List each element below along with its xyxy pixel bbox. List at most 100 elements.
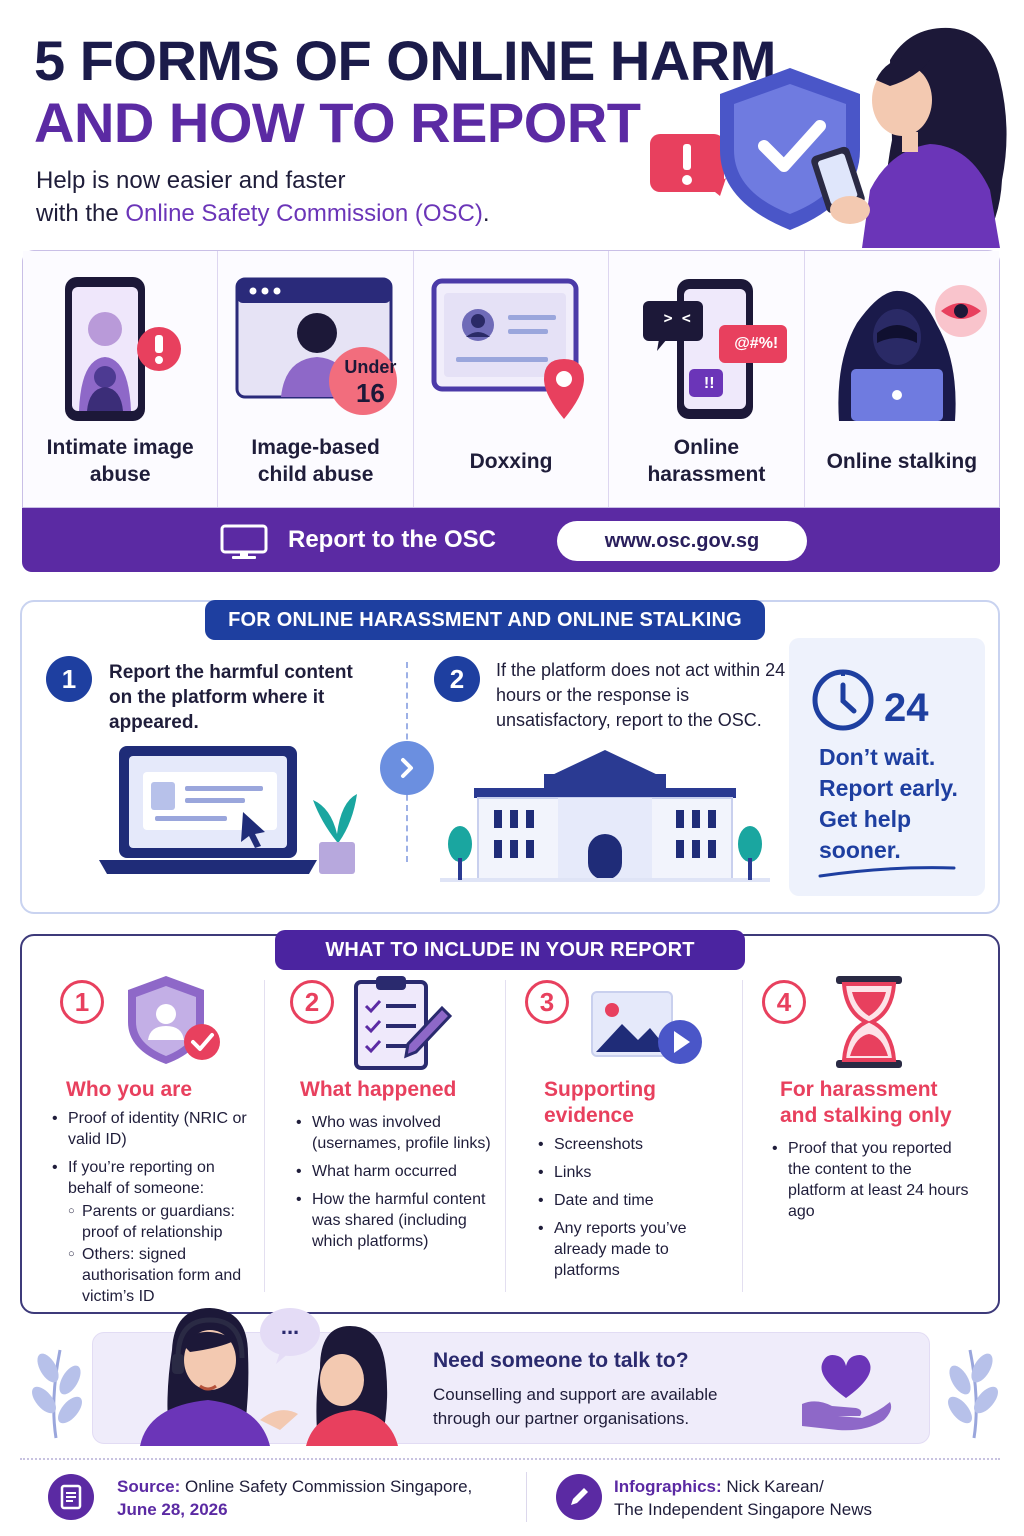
source-credit: Source: Online Safety Commission Singapo… — [117, 1475, 517, 1521]
step-2-text: If the platform does not act within 24 h… — [496, 660, 786, 730]
list-item: How the harmful content was shared (incl… — [296, 1189, 498, 1252]
list-item: Screenshots — [538, 1134, 734, 1155]
form-label-online-harassment: Online harassment — [647, 436, 766, 486]
next-step-arrow-icon — [380, 741, 434, 795]
document-glyph-icon — [60, 1484, 82, 1510]
include-list-supporting-evidence: Screenshots Links Date and time Any repo… — [538, 1134, 734, 1288]
include-title-who-you-are: Who you are — [66, 1078, 193, 1101]
subtitle-with: with the — [36, 200, 126, 227]
list-item: What harm occurred — [296, 1161, 498, 1182]
page-title-line1: 5 FORMS OF ONLINE HARM — [34, 29, 776, 92]
list-item: If you’re reporting on behalf of someone… — [52, 1157, 258, 1307]
column-divider-2 — [505, 980, 506, 1292]
include-step-3-badge: 3 — [525, 980, 569, 1024]
credit-text: Nick Karean/ — [726, 1477, 824, 1496]
chat-bubble-1-text: > < — [663, 309, 691, 327]
credit-label: Infographics: — [614, 1477, 722, 1496]
harassment-section-title: FOR ONLINE HARASSMENT AND ONLINE STALKIN… — [205, 600, 765, 640]
include-section-title: WHAT TO INCLUDE IN YOUR REPORT — [275, 930, 745, 970]
source-text: Online Safety Commission Singapore, — [185, 1477, 473, 1496]
page-title-line2: AND HOW TO REPORT — [34, 91, 641, 154]
form-label-doxxing: Doxxing — [469, 449, 553, 473]
alert-bubble-icon — [650, 134, 726, 196]
chat-bubble-2-text: @#%! — [734, 335, 779, 352]
dont-wait-text: Don’t wait. Report early. Get help soone… — [819, 744, 958, 863]
subtitle-osc-name: Online Safety Commission (OSC) — [125, 200, 483, 227]
step-1-text: Report the harmful content on the platfo… — [109, 662, 353, 733]
form-label-intimate-image-abuse: Intimate image abuse — [46, 436, 194, 486]
include-step-1-badge: 1 — [60, 980, 104, 1024]
list-item: Proof of identity (NRIC or valid ID) — [52, 1108, 258, 1150]
form-label-online-stalking: Online stalking — [826, 449, 978, 473]
report-to-osc-bar: Report to the OSC www.osc.gov.sg — [22, 508, 1000, 572]
hooded-figure-icon — [838, 285, 987, 421]
age-badge-number: 16 — [355, 378, 385, 408]
report-to-osc-text: Report to the OSC — [288, 526, 496, 553]
source-label: Source: — [117, 1477, 181, 1496]
chat-bubble-3-text: !! — [703, 375, 715, 392]
include-list-harassment-stalking: Proof that you reported the content to t… — [772, 1138, 972, 1229]
laptop-report-illustration — [99, 746, 357, 874]
age-badge-label: Under — [344, 357, 397, 377]
footer-column-divider — [526, 1472, 527, 1522]
osc-website-link[interactable]: www.osc.gov.sg — [557, 521, 807, 561]
leaf-decoration-left-icon — [32, 1349, 82, 1439]
underline-stroke-icon — [818, 866, 956, 878]
list-item: Who was involved (usernames, profile lin… — [296, 1112, 498, 1154]
sub-list-item: Others: signed authorisation form and vi… — [68, 1244, 258, 1307]
hours-24-label: 24 — [884, 686, 929, 730]
include-title-what-happened: What happened — [300, 1078, 457, 1101]
clock-icon — [812, 669, 874, 731]
woman-with-phone-illustration — [811, 27, 1007, 249]
support-title: Need someone to talk to? — [433, 1349, 689, 1372]
child-window-icon — [235, 277, 397, 415]
document-icon — [48, 1474, 94, 1520]
include-list-what-happened: Who was involved (usernames, profile lin… — [296, 1112, 498, 1259]
subtitle-end: . — [482, 200, 490, 227]
list-item: Any reports you’ve already made to platf… — [538, 1218, 734, 1281]
subtitle: Help is now easier and faster with the O… — [36, 164, 616, 230]
form-card-online-harassment: > < @#%! !! Online harassment — [609, 251, 805, 507]
list-item: Proof that you reported the content to t… — [772, 1138, 972, 1222]
speech-bubble-dots: ... — [280, 1314, 300, 1339]
infographic-credit: Infographics: Nick Karean/ The Independe… — [614, 1475, 1004, 1521]
government-building-illustration — [440, 750, 770, 882]
list-item-text: If you’re reporting on behalf of someone… — [68, 1159, 215, 1197]
include-title-harassment-stalking: For harassment and stalking only — [780, 1078, 952, 1127]
step-1-badge: 1 — [46, 656, 92, 702]
include-list-who-you-are: Proof of identity (NRIC or valid ID) If … — [52, 1108, 258, 1314]
form-label-image-based-child-abuse: Image-based child abuse — [251, 436, 380, 486]
include-step-2-badge: 2 — [290, 980, 334, 1024]
sub-list-item: Parents or guardians: proof of relations… — [68, 1201, 258, 1243]
image-video-icon — [591, 991, 702, 1064]
list-item: Links — [538, 1162, 734, 1183]
form-card-doxxing: Doxxing — [413, 251, 610, 507]
chevron-right-icon — [401, 758, 413, 778]
source-date: June 28, 2026 — [117, 1500, 228, 1519]
list-item: Date and time — [538, 1190, 734, 1211]
chat-harassment-icon — [643, 279, 788, 419]
column-divider-1 — [264, 980, 265, 1292]
hero-illustration — [650, 27, 1007, 249]
monitor-icon — [220, 524, 268, 559]
leaf-decoration-right-icon — [948, 1349, 998, 1439]
identity-shield-icon — [128, 976, 220, 1064]
footer-divider — [20, 1458, 1000, 1460]
phone-alert-icon — [65, 277, 182, 421]
heart-hand-icon — [802, 1355, 892, 1431]
column-divider-3 — [742, 980, 743, 1292]
credit-org: The Independent Singapore News — [614, 1500, 873, 1519]
include-title-supporting-evidence: Supporting evidence — [544, 1078, 656, 1127]
forms-of-harm-row: Intimate image abuse Under 16 Image-base… — [22, 250, 1000, 508]
include-step-4-badge: 4 — [762, 980, 806, 1024]
pencil-icon — [556, 1474, 602, 1520]
step-2-badge: 2 — [434, 656, 480, 702]
id-card-location-icon — [431, 278, 585, 419]
form-card-intimate-image-abuse: Intimate image abuse — [23, 251, 219, 507]
support-text: Counselling and support are available th… — [433, 1385, 718, 1428]
pencil-glyph-icon — [571, 1488, 588, 1505]
form-card-image-based-child-abuse: Under 16 Image-based child abuse — [218, 251, 414, 507]
counselling-conversation-illustration — [140, 1308, 398, 1446]
clipboard-checklist-icon — [354, 976, 453, 1070]
hourglass-icon — [836, 976, 902, 1068]
